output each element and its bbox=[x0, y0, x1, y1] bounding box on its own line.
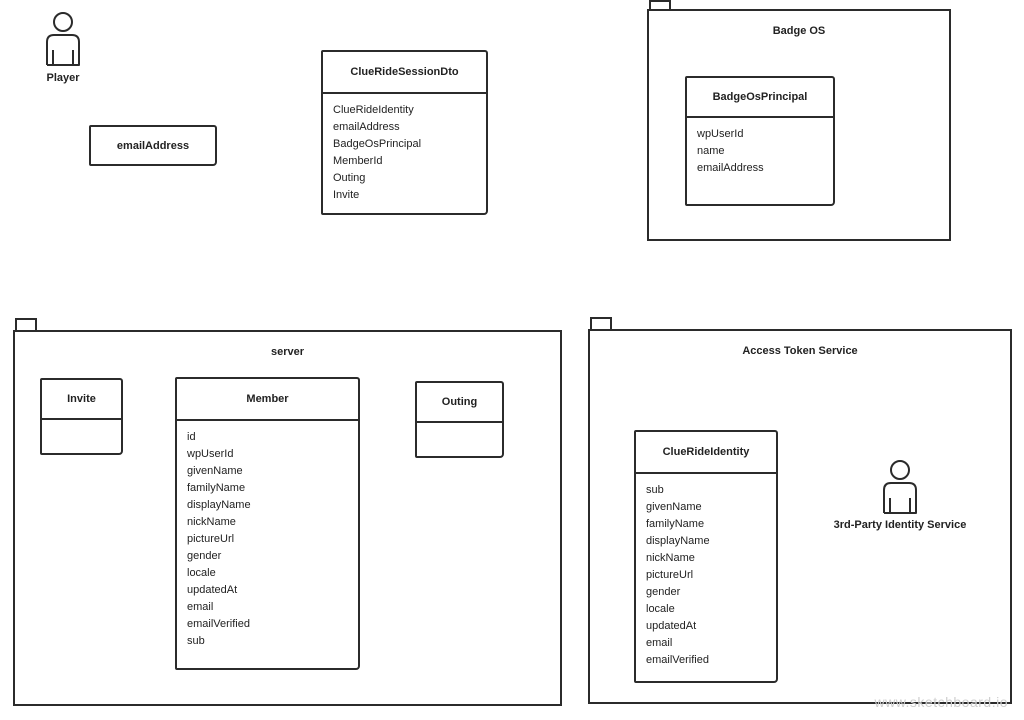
class-attribute: email bbox=[646, 637, 673, 649]
actor-icon bbox=[883, 460, 917, 514]
class-attribute: email bbox=[187, 601, 214, 613]
email-address-box[interactable]: emailAddress bbox=[89, 125, 217, 166]
class-attribute: gender bbox=[187, 550, 222, 562]
member-class[interactable]: Member id wpUserId givenName familyName … bbox=[175, 377, 360, 670]
class-attribute: emailAddress bbox=[697, 162, 764, 174]
class-title: Outing bbox=[417, 383, 502, 423]
class-attribute: displayName bbox=[646, 535, 710, 547]
class-title: ClueRideSessionDto bbox=[323, 52, 486, 94]
class-attribute: ClueRideIdentity bbox=[333, 104, 414, 116]
class-attribute: MemberId bbox=[333, 155, 383, 167]
server-package[interactable]: server Invite Member id wpUserId givenNa… bbox=[13, 330, 562, 706]
class-attribute: displayName bbox=[187, 499, 251, 511]
class-attribute: updatedAt bbox=[187, 584, 238, 596]
class-attribute: emailAddress bbox=[333, 121, 400, 133]
class-attribute: nickName bbox=[646, 552, 695, 564]
class-attribute: emailVerified bbox=[187, 618, 250, 630]
class-attribute: nickName bbox=[187, 516, 236, 528]
class-title: BadgeOsPrincipal bbox=[687, 78, 833, 118]
class-title: Member bbox=[177, 379, 358, 421]
class-attributes: wpUserId name emailAddress bbox=[687, 118, 833, 177]
class-attribute: sub bbox=[187, 635, 205, 647]
class-attribute: givenName bbox=[187, 465, 243, 477]
player-actor[interactable]: Player bbox=[38, 10, 88, 90]
actor-icon bbox=[46, 12, 80, 66]
class-attribute: givenName bbox=[646, 501, 702, 513]
access-token-service-package[interactable]: Access Token Service ClueRideIdentity su… bbox=[588, 329, 1012, 704]
class-attribute: emailVerified bbox=[646, 654, 709, 666]
class-attribute: gender bbox=[646, 586, 681, 598]
class-attributes: id wpUserId givenName familyName display… bbox=[177, 421, 358, 650]
class-attribute: id bbox=[187, 431, 196, 443]
class-attribute: locale bbox=[187, 567, 216, 579]
class-attribute: familyName bbox=[646, 518, 705, 530]
class-attribute: pictureUrl bbox=[646, 569, 694, 581]
class-attribute: pictureUrl bbox=[187, 533, 235, 545]
class-attribute: locale bbox=[646, 603, 675, 615]
package-title: server bbox=[270, 346, 305, 358]
email-address-label: emailAddress bbox=[116, 139, 190, 152]
server-package-tab bbox=[15, 318, 37, 332]
class-attribute: updatedAt bbox=[646, 620, 697, 632]
class-attribute: sub bbox=[646, 484, 664, 496]
class-attribute: wpUserId bbox=[697, 128, 744, 140]
class-attribute: wpUserId bbox=[187, 448, 234, 460]
badge-os-package[interactable]: Badge OS BadgeOsPrincipal wpUserId name … bbox=[647, 9, 951, 241]
access-token-package-tab bbox=[590, 317, 612, 331]
class-attribute: Outing bbox=[333, 172, 366, 184]
class-attribute: Invite bbox=[333, 189, 360, 201]
class-attribute: name bbox=[697, 145, 725, 157]
clueride-session-dto-class[interactable]: ClueRideSessionDto ClueRideIdentity emai… bbox=[321, 50, 488, 215]
class-attributes: sub givenName familyName displayName nic… bbox=[636, 474, 776, 669]
class-attributes: ClueRideIdentity emailAddress BadgeOsPri… bbox=[323, 94, 486, 204]
third-party-label: 3rd-Party Identity Service bbox=[833, 519, 967, 531]
class-attribute: BadgeOsPrincipal bbox=[333, 138, 422, 150]
watermark: www.sketchboard.io bbox=[874, 694, 1008, 710]
badge-os-package-tab bbox=[649, 0, 671, 11]
package-title: Badge OS bbox=[772, 25, 826, 37]
package-title: Access Token Service bbox=[742, 345, 858, 357]
outing-class[interactable]: Outing bbox=[415, 381, 504, 458]
third-party-identity-actor[interactable]: 3rd-Party Identity Service bbox=[820, 458, 980, 538]
class-title: ClueRideIdentity bbox=[636, 432, 776, 474]
invite-class[interactable]: Invite bbox=[40, 378, 123, 455]
badge-os-principal-class[interactable]: BadgeOsPrincipal wpUserId name emailAddr… bbox=[685, 76, 835, 206]
clueride-identity-class[interactable]: ClueRideIdentity sub givenName familyNam… bbox=[634, 430, 778, 683]
player-label: Player bbox=[46, 72, 80, 84]
class-attribute: familyName bbox=[187, 482, 246, 494]
class-title: Invite bbox=[42, 380, 121, 420]
